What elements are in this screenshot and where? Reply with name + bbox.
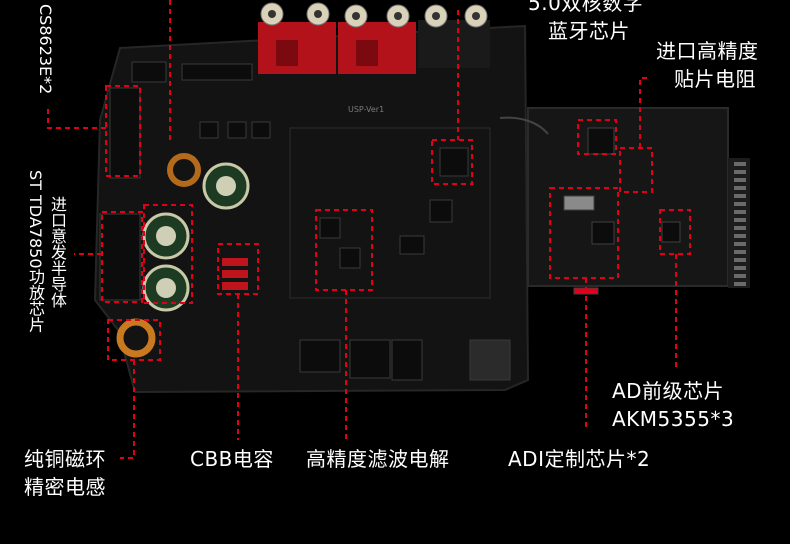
capacitors: [142, 162, 250, 312]
header-pin: [734, 266, 746, 270]
label-bt-line1: 5.0双核数字: [528, 0, 644, 15]
header-pin: [734, 178, 746, 182]
callouts: [47, 0, 691, 459]
sub-pcb: [527, 107, 729, 287]
antenna-wire: [499, 116, 549, 135]
label-filter: 高精度滤波电解: [306, 447, 450, 471]
header-pin: [734, 274, 746, 278]
header-pin: [734, 202, 746, 206]
header-pin: [734, 226, 746, 230]
label-resistor-line2: 贴片电阻: [674, 67, 756, 91]
label-st-line1: ST TDA7850功放芯片: [26, 170, 45, 333]
label-adi: ADI定制芯片*2: [508, 447, 651, 471]
header-pin: [734, 210, 746, 214]
label-bt-line2: 蓝牙芯片: [548, 19, 630, 43]
label-copper-line2: 精密电感: [24, 475, 106, 499]
toroid-inductors: [116, 153, 201, 358]
header-pin: [734, 194, 746, 198]
label-cbb: CBB电容: [190, 447, 274, 471]
header-pin: [734, 234, 746, 238]
header-pin: [734, 282, 746, 286]
sub-board-chips: [563, 127, 681, 295]
label-resistor-line1: 进口高精度: [656, 39, 759, 63]
label-ad-line2: AKM5355*3: [612, 407, 735, 431]
label-ad-line1: AD前级芯片: [612, 379, 725, 403]
rca-connectors: [258, 2, 490, 74]
pin-header: [728, 158, 750, 288]
header-pin: [734, 242, 746, 246]
label-copper-line1: 纯铜磁环: [24, 447, 106, 471]
header-pin: [734, 186, 746, 190]
cbb-capacitors: [222, 258, 248, 290]
header-pin: [734, 250, 746, 254]
silkscreen-text: USP-Ver1: [348, 105, 384, 114]
header-pin: [734, 218, 746, 222]
header-pin: [734, 170, 746, 174]
header-pin: [734, 258, 746, 262]
label-st-line2: 进口意发半导体: [48, 196, 67, 308]
label-cs8623e: CS8623E*2: [36, 4, 55, 95]
ic-chips: [99, 61, 511, 381]
header-pin: [734, 162, 746, 166]
